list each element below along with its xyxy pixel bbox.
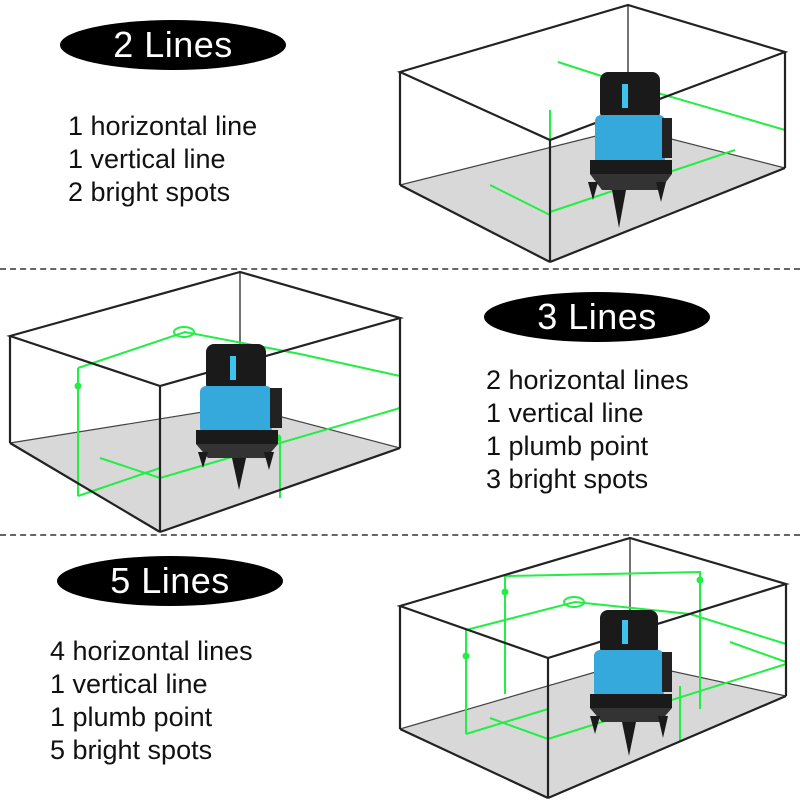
bright-spots xyxy=(462,576,704,660)
feature-item: 1 vertical line xyxy=(50,669,208,699)
feature-item: 3 bright spots xyxy=(486,464,649,494)
panel-3-lines: 3 Lines 2 horizontal lines 1 vertical li… xyxy=(0,268,800,534)
panel-title-badge: 2 Lines xyxy=(60,20,286,70)
feature-item: 2 horizontal lines xyxy=(486,365,689,395)
feature-item: 5 bright spots xyxy=(50,735,213,765)
feature-item: 2 bright spots xyxy=(68,177,231,207)
laser-level-device xyxy=(590,610,672,756)
room-box xyxy=(6,270,405,534)
section-divider xyxy=(0,268,800,270)
feature-item: 1 horizontal line xyxy=(68,111,258,141)
feature-item: 1 plumb point xyxy=(486,431,649,461)
room-floor xyxy=(400,662,786,798)
panel-5-lines: 5 Lines 4 horizontal lines 1 vertical li… xyxy=(0,534,800,800)
laser-room-scene xyxy=(396,3,789,264)
feature-list: 1 horizontal line 1 vertical line 2 brig… xyxy=(68,110,257,209)
section-divider xyxy=(0,534,800,536)
panel-2-lines: 2 Lines 1 horizontal line 1 vertical lin… xyxy=(0,0,800,268)
feature-list: 2 horizontal lines 1 vertical line 1 plu… xyxy=(486,364,689,496)
laser-room-scene xyxy=(6,270,405,534)
laser-level-device xyxy=(588,72,672,228)
room-box xyxy=(396,3,789,264)
feature-item: 1 vertical line xyxy=(68,144,226,174)
feature-item: 1 vertical line xyxy=(486,398,644,428)
room-box xyxy=(396,536,790,800)
panel-title-badge: 3 Lines xyxy=(484,292,710,342)
feature-item: 4 horizontal lines xyxy=(50,636,253,666)
laser-level-device xyxy=(196,344,282,490)
laser-room-scene xyxy=(396,536,790,800)
panel-title-badge: 5 Lines xyxy=(57,556,283,606)
feature-list: 4 horizontal lines 1 vertical line 1 plu… xyxy=(50,635,253,767)
feature-item: 1 plumb point xyxy=(50,702,213,732)
